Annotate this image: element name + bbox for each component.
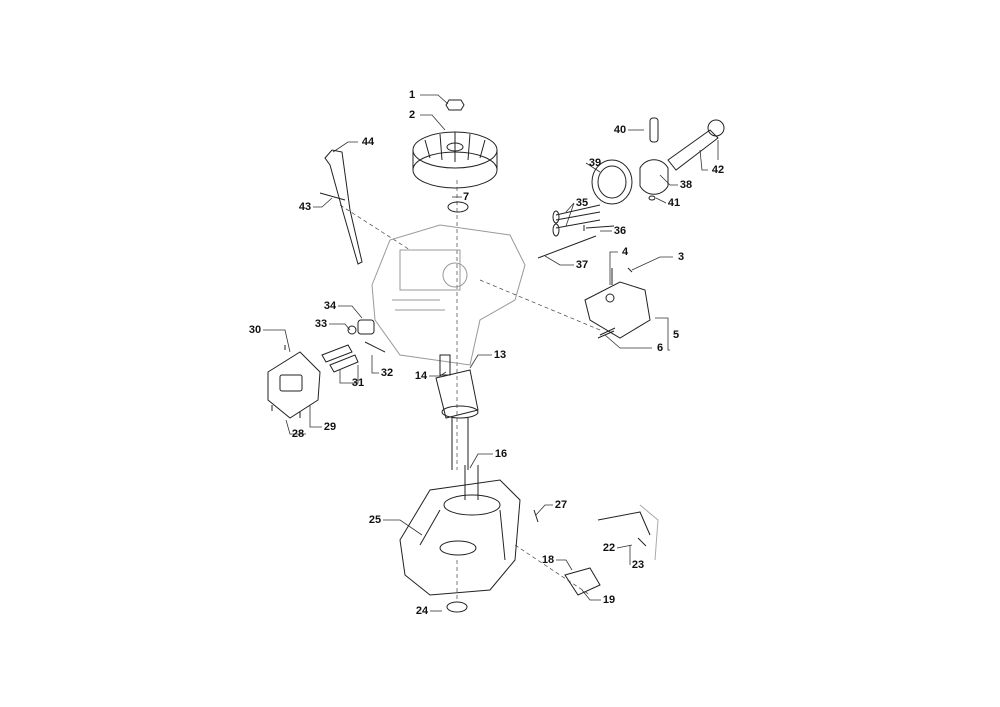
rocker-cover [267, 345, 321, 419]
part-label-30[interactable]: 30 [248, 324, 262, 336]
part-label-16[interactable]: 16 [494, 448, 508, 460]
part-label-19[interactable]: 19 [602, 594, 616, 606]
part-label-1[interactable]: 1 [408, 89, 416, 101]
part-label-3[interactable]: 3 [677, 251, 685, 263]
seal-24 [446, 601, 468, 613]
part-label-40[interactable]: 40 [613, 124, 627, 136]
part-label-29[interactable]: 29 [323, 421, 337, 433]
part-label-38[interactable]: 38 [679, 179, 693, 191]
flywheel [412, 131, 498, 189]
part-label-6[interactable]: 6 [656, 342, 664, 354]
part-label-2[interactable]: 2 [408, 109, 416, 121]
alignment-lines [339, 180, 601, 600]
rocker-arms [321, 319, 386, 373]
part-label-42[interactable]: 42 [711, 164, 725, 176]
part-label-28[interactable]: 28 [291, 428, 305, 440]
part-label-44[interactable]: 44 [361, 136, 375, 148]
engine-block [371, 224, 526, 366]
part-label-18[interactable]: 18 [541, 554, 555, 566]
part-label-43[interactable]: 43 [298, 201, 312, 213]
crankcase [399, 479, 521, 596]
part-label-14[interactable]: 14 [414, 370, 428, 382]
leader-lines [263, 94, 719, 612]
valves [537, 204, 615, 259]
part-label-36[interactable]: 36 [613, 225, 627, 237]
part-label-31[interactable]: 31 [351, 377, 365, 389]
part-label-7[interactable]: 7 [462, 191, 470, 203]
part-label-27[interactable]: 27 [554, 499, 568, 511]
part-label-5[interactable]: 5 [672, 329, 680, 341]
nut [445, 99, 465, 111]
part-label-22[interactable]: 22 [602, 542, 616, 554]
part-label-33[interactable]: 33 [314, 318, 328, 330]
part-label-4[interactable]: 4 [621, 246, 629, 258]
part-label-23[interactable]: 23 [631, 559, 645, 571]
part-label-37[interactable]: 37 [575, 259, 589, 271]
part-label-25[interactable]: 25 [368, 514, 382, 526]
part-label-13[interactable]: 13 [493, 349, 507, 361]
part-label-39[interactable]: 39 [588, 157, 602, 169]
piston-assembly [591, 117, 725, 205]
seal-7 [447, 201, 469, 213]
part-label-41[interactable]: 41 [667, 197, 681, 209]
part-label-34[interactable]: 34 [323, 300, 337, 312]
crankshaft [435, 354, 479, 470]
camshaft-gear [443, 465, 501, 516]
governor-linkage [533, 504, 659, 596]
part-label-24[interactable]: 24 [415, 605, 429, 617]
ignition-coil [584, 267, 651, 339]
part-label-35[interactable]: 35 [575, 197, 589, 209]
part-label-32[interactable]: 32 [380, 367, 394, 379]
dipstick-tube [319, 149, 363, 265]
